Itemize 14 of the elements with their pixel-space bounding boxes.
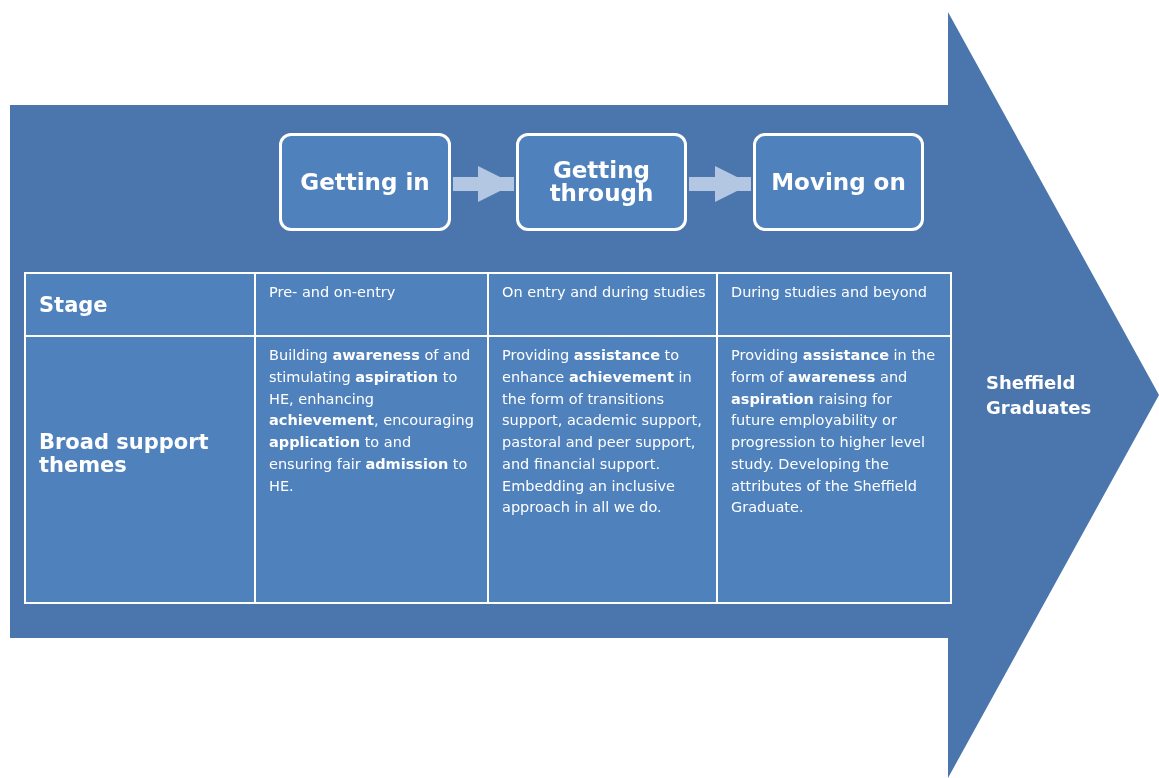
table-cell: On entry and during studies — [487, 272, 718, 337]
arrow-label: Sheffield Graduates — [986, 371, 1093, 421]
table-cell: Providing assistance to enhance achievement in the form of transitions support, academic support, pastoral and peer support, and financial support. Embedding an inclusive approach in all we do. — [487, 335, 718, 604]
stage-box: Getting through — [516, 133, 687, 231]
arrow — [689, 165, 751, 203]
arrow — [453, 165, 514, 203]
table-cell: During studies and beyond — [716, 272, 952, 337]
table-cell: Pre- and on-entry — [254, 272, 489, 337]
row-header-cell: Stage — [24, 272, 256, 337]
table-cell: Building awareness of and stimulating aspiration to HE, enhancing achievement, encouraging application to and ensuring fair admission to HE. — [254, 335, 489, 604]
row-header-cell: Broad support themes — [24, 335, 256, 604]
stage-box: Getting in — [279, 133, 451, 231]
table-cell: Providing assistance in the form of awareness and aspiration raising for future employability or progression to higher level study. Developing the attributes of the Sheffield Graduate. — [716, 335, 952, 604]
stage-box: Moving on — [753, 133, 924, 231]
